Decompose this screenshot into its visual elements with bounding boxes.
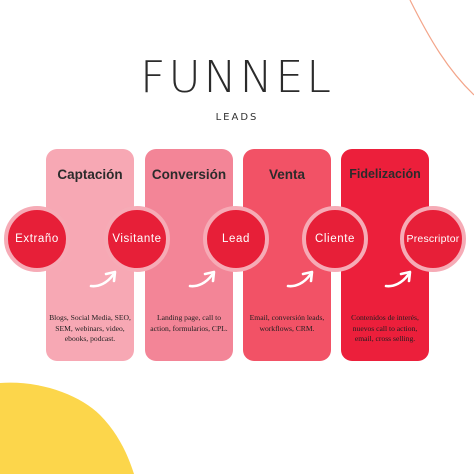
stage-heading: Fidelización: [349, 167, 421, 181]
curved-arrow-icon: [188, 270, 216, 288]
node-label: Visitante: [112, 233, 162, 245]
decorative-yellow-blob: [0, 382, 134, 474]
node-visitante: Visitante: [104, 206, 170, 272]
page-subtitle: LEADS: [215, 112, 259, 123]
stage-heading: Conversión: [151, 167, 227, 182]
node-label: Prescriptor: [406, 233, 460, 245]
stage-heading: Venta: [268, 167, 306, 182]
node-lead: Lead: [203, 206, 269, 272]
node-label: Cliente: [315, 233, 355, 245]
stage-heading: Captación: [57, 167, 123, 182]
curved-arrow-icon: [384, 270, 412, 288]
node-prescriptor: Prescriptor: [400, 206, 466, 272]
stage-description: Email, conversión leads, workflows, CRM.: [249, 313, 325, 333]
stage-description: Blogs, Social Media, SEO, SEM, webinars,…: [49, 313, 131, 343]
node-label: Extraño: [15, 233, 59, 245]
node-label: Lead: [222, 233, 250, 245]
stage-description: Contenidos de interés, nuevos call to ac…: [351, 313, 419, 343]
page-title: FUNNEL: [140, 52, 334, 103]
node-extrano: Extraño: [4, 206, 70, 272]
curved-arrow-icon: [89, 270, 117, 288]
stage-description: Landing page, call to action, formulario…: [150, 313, 228, 333]
node-cliente: Cliente: [302, 206, 368, 272]
curved-arrow-icon: [286, 270, 314, 288]
